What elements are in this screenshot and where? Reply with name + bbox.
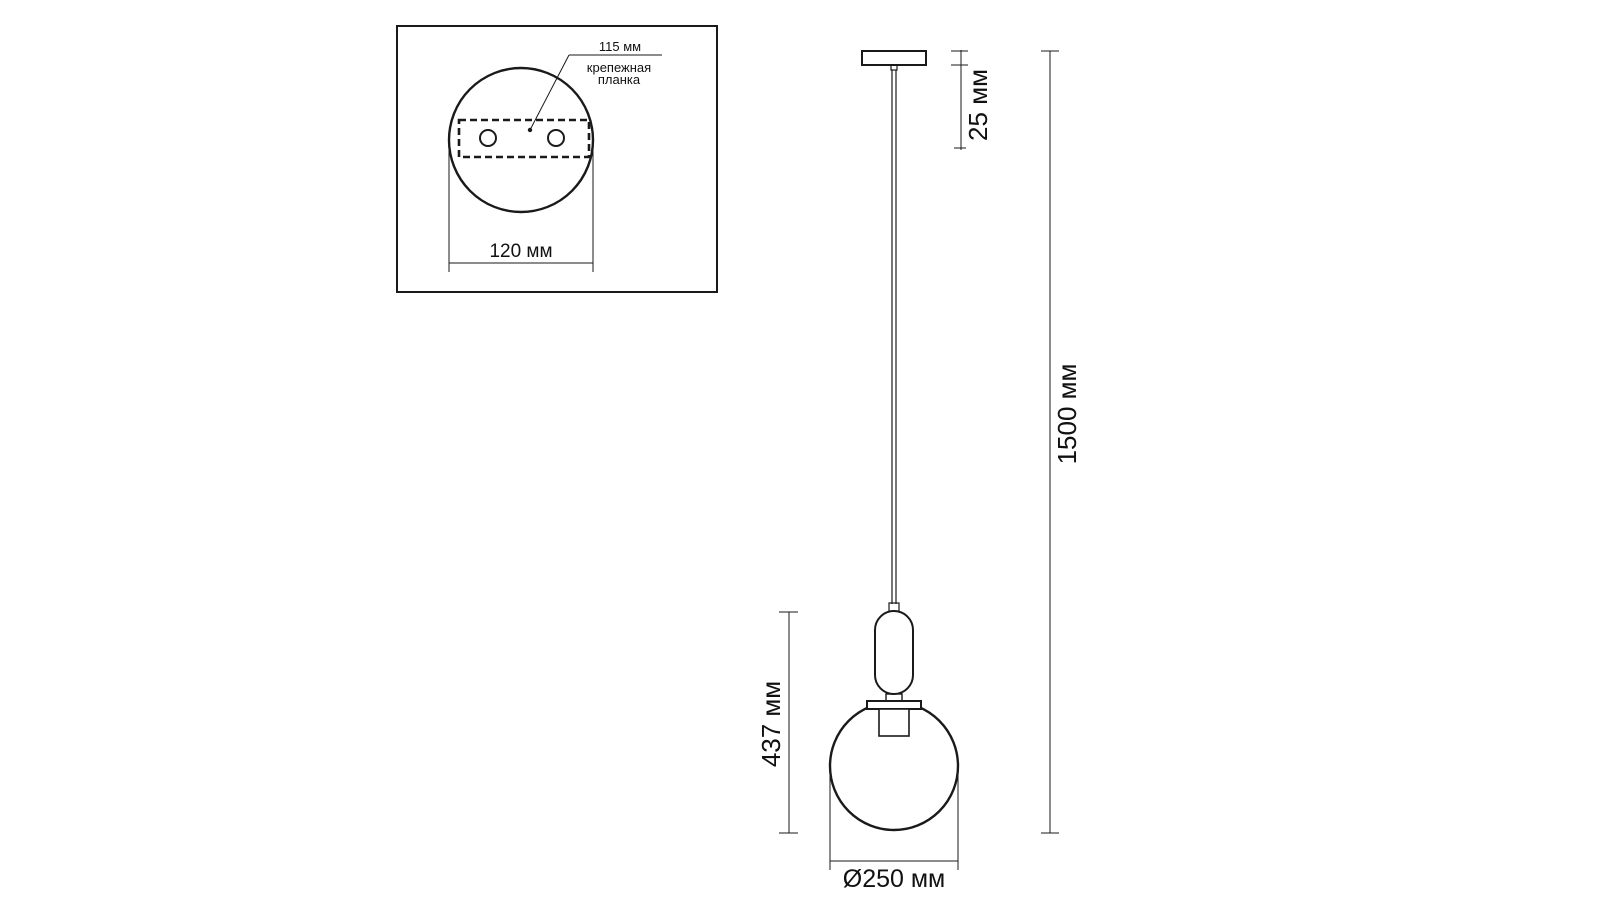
canopy-diameter-label: 120 мм [489, 241, 552, 262]
decorative-capsule [874, 610, 914, 695]
bracket-leader-line [529, 54, 570, 131]
total-height-label: 1500 мм [1052, 364, 1082, 465]
shade-height-dimension: 437 мм [756, 611, 798, 834]
canopy-circle [447, 66, 595, 214]
pendant-lamp [828, 50, 960, 832]
bulb-socket [878, 708, 910, 737]
inset-frame [396, 25, 718, 293]
cord-end-cap [888, 602, 900, 612]
bracket-hole-right [547, 129, 565, 147]
ceiling-canopy [861, 50, 927, 66]
cord-grip [890, 64, 898, 71]
bracket-name-line2: планка [598, 72, 641, 87]
shade-diameter-dimension: Ø250 мм [829, 766, 959, 893]
total-height-dimension: 1500 мм [1041, 50, 1082, 834]
shade-top-ring [866, 700, 922, 710]
mounting-bracket-outline [457, 118, 591, 159]
shade-diameter-label: Ø250 мм [843, 865, 945, 893]
shade-height-label: 437 мм [756, 681, 786, 767]
bracket-name-line1: крепежная [587, 60, 651, 75]
canopy-height-dimension: 25 мм [951, 50, 993, 150]
bracket-hole-left [479, 129, 497, 147]
canopy-inset: 115 мм крепежная планка 120 мм [396, 25, 718, 293]
bracket-size-label: 115 мм [599, 39, 641, 54]
canopy-height-label: 25 мм [963, 69, 993, 141]
